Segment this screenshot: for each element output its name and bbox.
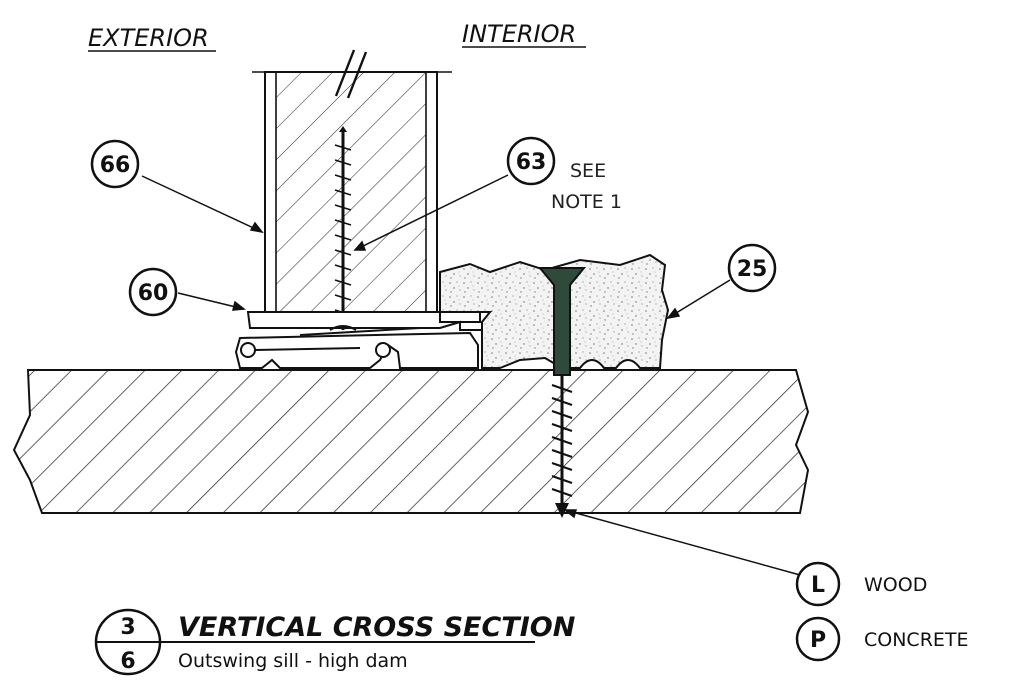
leader-lines: [141, 174, 801, 576]
see-note-line2: NOTE 1: [551, 191, 622, 213]
callout-66: 66: [90, 139, 140, 189]
legend-concrete-key: P: [810, 628, 826, 653]
detail-title: VERTICAL CROSS SECTION: [178, 612, 576, 643]
legend-wood-label: WOOD: [864, 574, 927, 596]
anchor-screw: [537, 267, 587, 518]
callout-60: 60: [128, 267, 178, 317]
legend-concrete-label: CONCRETE: [864, 629, 969, 651]
callout-63: 63: [506, 136, 556, 186]
exterior-label: EXTERIOR: [88, 24, 209, 52]
callout-66-text: 66: [100, 153, 131, 178]
break-mark-right: [346, 51, 368, 99]
callout-25: 25: [727, 243, 777, 293]
interior-label: INTERIOR: [462, 20, 576, 48]
legend-wood: L WOOD: [795, 561, 927, 607]
door-panel: [252, 49, 452, 316]
door-screw: [334, 126, 352, 330]
floor-substrate: [12, 369, 810, 514]
callout-25-text: 25: [737, 257, 768, 282]
title-block: 3 6 VERTICAL CROSS SECTION Outswing sill…: [94, 608, 576, 676]
callout-63-text: 63: [516, 150, 547, 175]
legend-wood-key: L: [811, 573, 825, 598]
break-mark-left: [334, 49, 356, 97]
detail-number: 3: [120, 615, 135, 640]
sill-extrusion: [234, 311, 491, 369]
callout-60-text: 60: [138, 281, 169, 306]
legend-concrete: P CONCRETE: [795, 616, 969, 662]
detail-subtitle: Outswing sill - high dam: [178, 650, 408, 672]
sheet-number: 6: [120, 649, 135, 674]
see-note-line1: SEE: [570, 160, 606, 182]
